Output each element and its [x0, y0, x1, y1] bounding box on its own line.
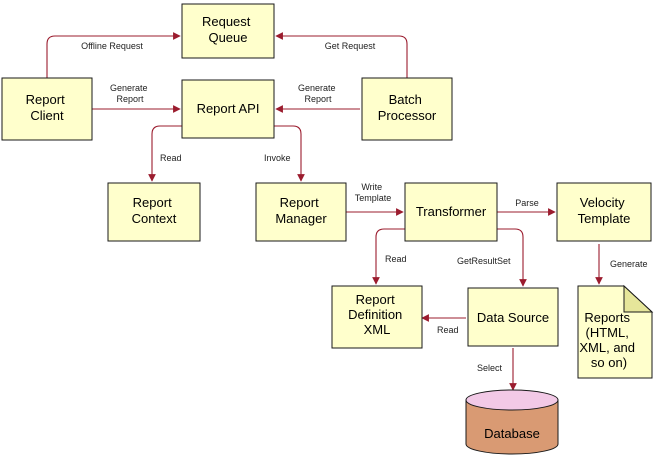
- svg-text:Report Definition: Report Definition XML: [348, 292, 406, 337]
- label-parse: Parse: [515, 198, 539, 208]
- node-report-api: Report API: [181, 79, 275, 139]
- label-datasource-read: Read: [437, 325, 459, 335]
- svg-text:Report Manager: Report Manager: [275, 195, 327, 226]
- svg-text:Batch Processor: Batch Processor: [378, 92, 437, 123]
- label-invoke: Invoke: [264, 153, 291, 163]
- label-transformer-read: Read: [385, 254, 407, 264]
- node-database: Database: [465, 389, 559, 455]
- edge-labels: Offline Request Get Request Generate Rep…: [81, 41, 647, 373]
- edge-invoke: [274, 125, 305, 182]
- edge-get-request: [275, 32, 408, 78]
- svg-text:Reports (HTML, XML: Reports (HTML, XML, and so on): [579, 310, 638, 370]
- node-transformer: Transformer: [404, 182, 498, 242]
- label-get-request: Get Request: [325, 41, 376, 51]
- node-data-source: Data Source: [467, 287, 559, 347]
- svg-text:Report Context: Report Context: [132, 195, 177, 226]
- node-report-context: Report Context: [107, 182, 201, 242]
- svg-text:Database: Database: [484, 426, 540, 441]
- label-write-template: Write Template: [355, 182, 392, 203]
- edge-get-result-set: [497, 228, 527, 287]
- label-generate: Generate: [610, 259, 648, 269]
- svg-text:Report API: Report API: [197, 101, 260, 116]
- edge-api-read: [148, 125, 182, 182]
- label-get-result-set: GetResultSet: [457, 256, 511, 266]
- label-batch-generate-report: Generate Report: [298, 83, 338, 104]
- svg-text:Transformer: Transformer: [416, 204, 487, 219]
- node-reports: Reports (HTML, XML, and so on): [577, 284, 654, 379]
- svg-text:Data Source: Data Source: [477, 310, 549, 325]
- node-report-client: Report Client: [1, 77, 93, 141]
- edges: [46, 32, 603, 391]
- edge-offline-request: [46, 32, 181, 78]
- node-batch-processor: Batch Processor: [361, 77, 453, 141]
- label-offline-request: Offline Request: [81, 41, 143, 51]
- svg-text:Velocity Template: Velocity Template: [578, 195, 631, 226]
- label-client-generate-report: Generate Report: [110, 83, 150, 104]
- node-velocity-template: Velocity Template: [556, 182, 652, 242]
- label-api-read: Read: [160, 153, 182, 163]
- node-report-definition-xml: Report Definition XML: [331, 285, 423, 349]
- node-report-manager: Report Manager: [255, 182, 347, 242]
- svg-text:Report Client: Report Client: [26, 92, 69, 123]
- edge-transformer-read: [372, 228, 405, 285]
- node-request-queue: Request Queue: [181, 3, 275, 59]
- label-select: Select: [477, 363, 503, 373]
- svg-text:Request Queue: Request Queue: [202, 14, 254, 45]
